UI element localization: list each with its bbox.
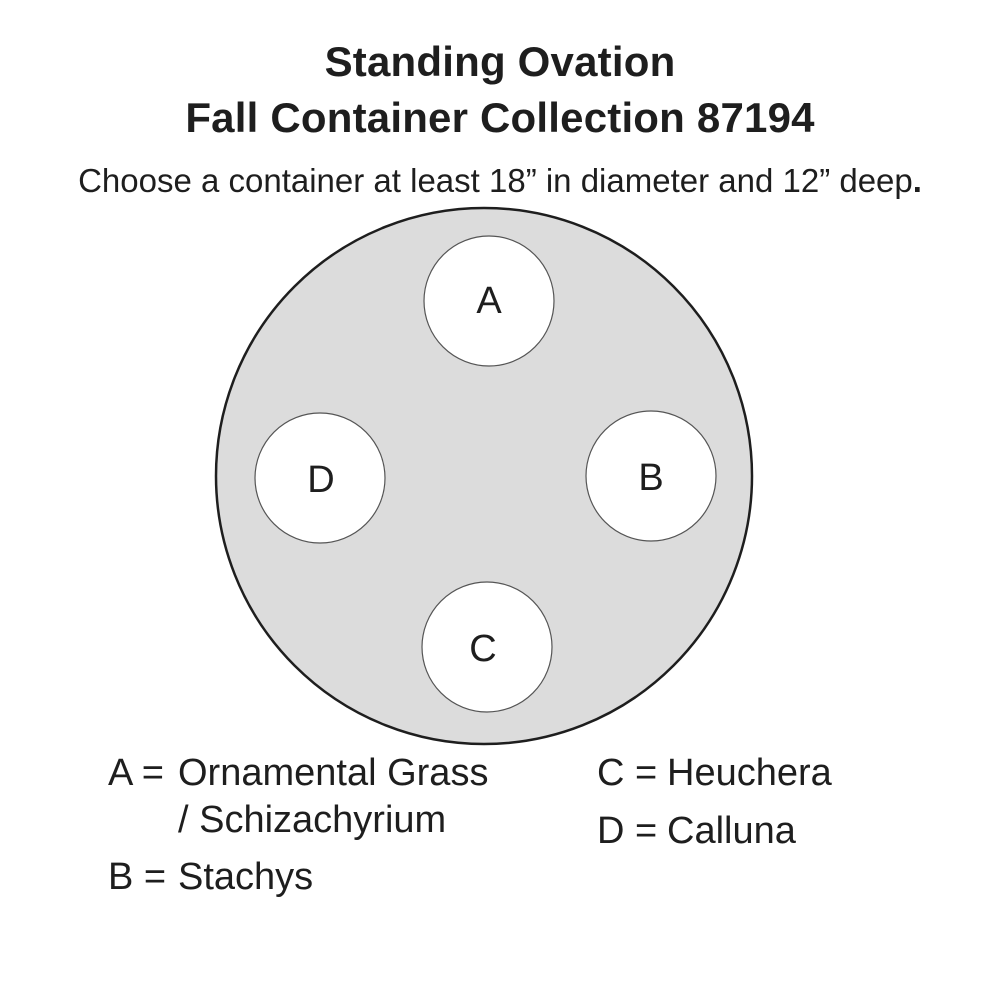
legend-value-a-line2: / Schizachyrium — [178, 799, 447, 841]
container-circle — [214, 206, 754, 746]
legend-value-d: Calluna — [667, 810, 796, 852]
position-label-c: C — [469, 628, 496, 670]
position-label-d: D — [307, 459, 334, 501]
position-label-b: B — [638, 457, 663, 499]
legend-key-c: C = — [597, 752, 658, 794]
plant-position-d: D — [254, 412, 386, 544]
plant-position-c: C — [421, 581, 553, 713]
subtitle-text: Choose a container at least 18” in diame… — [78, 162, 913, 199]
container-instructions: Choose a container at least 18” in diame… — [0, 162, 1000, 200]
title-line-2: Fall Container Collection 87194 — [185, 94, 815, 141]
legend-item-d: D =Calluna — [597, 810, 796, 853]
plant-position-a: A — [423, 235, 555, 367]
title-line-1: Standing Ovation — [324, 38, 676, 85]
position-label-a: A — [476, 280, 502, 322]
legend-value-b: Stachys — [178, 856, 314, 898]
legend-key-a: A = — [108, 752, 164, 794]
legend-key-b: B = — [108, 856, 167, 898]
legend-key-d: D = — [597, 810, 658, 852]
legend-item-c: C =Heuchera — [597, 752, 832, 795]
subtitle-period: . — [912, 162, 922, 199]
legend-value-c: Heuchera — [667, 752, 832, 794]
legend-item-a-continued: / Schizachyrium — [178, 799, 446, 842]
plant-position-b: B — [585, 410, 717, 542]
legend-item-a: A = Ornamental Grass — [108, 752, 488, 795]
legend-value-a: Ornamental Grass — [178, 752, 489, 794]
legend-item-b: B = Stachys — [108, 856, 313, 899]
